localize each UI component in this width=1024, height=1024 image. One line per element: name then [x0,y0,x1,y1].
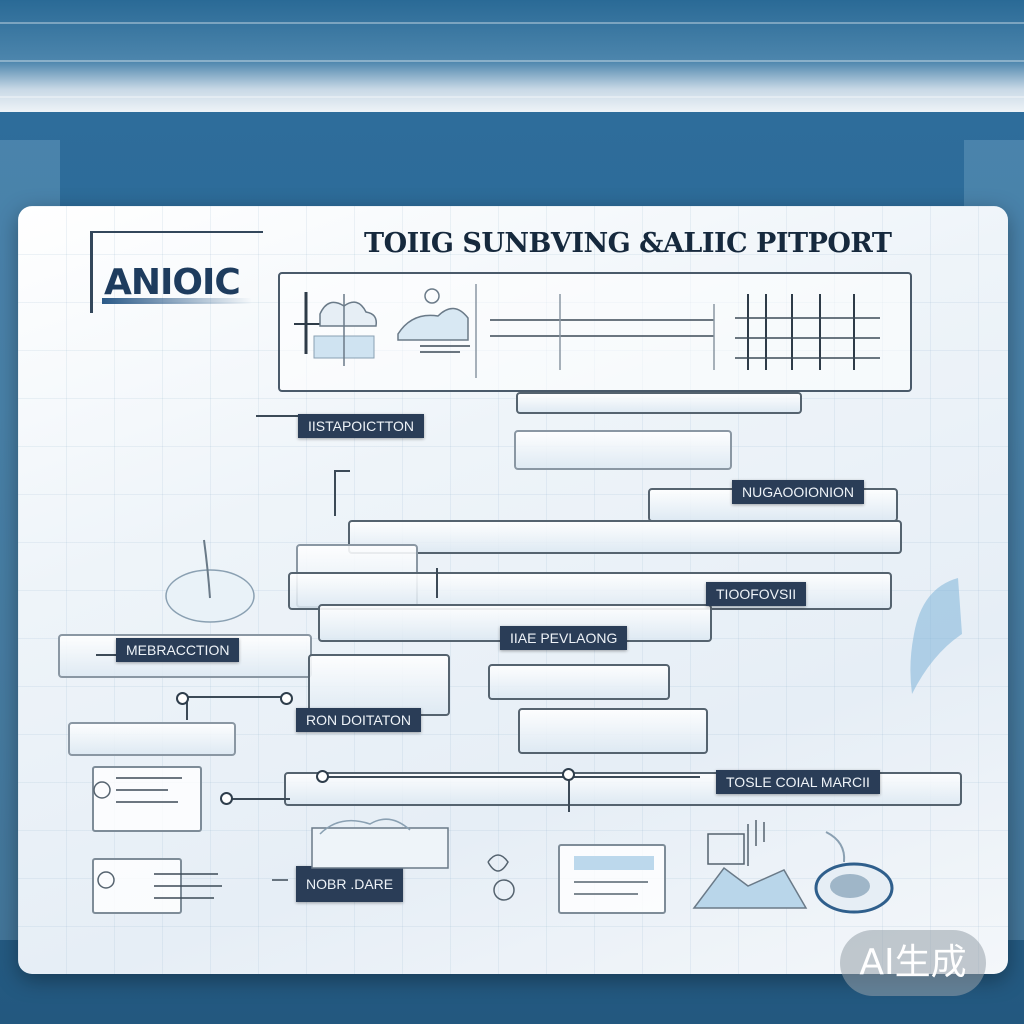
connector-line [334,470,336,516]
flow-bar [68,722,236,756]
document-box [92,766,202,832]
label-tag: MEBRACCTION [116,638,240,662]
flow-bar [308,654,450,716]
label-tag: IISTAPOICTTON [298,414,425,438]
connector-node [280,692,293,705]
flow-bar [348,520,902,554]
connector-line [568,772,570,812]
connector-node [220,792,233,805]
main-panel: TOIIG SUNBVING &ALIIC PITPORT ANIOIC [18,206,1008,974]
top-banner [0,0,1024,112]
banner-ridge [0,60,1024,62]
connector-line [228,798,290,800]
connector-line [186,698,188,720]
connector-node [562,768,575,781]
ai-generated-badge: AI生成 [840,930,986,996]
flow-bar [518,708,708,754]
banner-ridge [0,22,1024,24]
connector-line [186,696,286,698]
banner-ridge [0,96,1024,98]
flow-bar [488,664,670,700]
bar-chart-icon [397,288,470,353]
label-tag: TIOOFOVSII [706,582,807,606]
label-tag: TOSLE COIAL MARCII [716,770,880,794]
connector-node [316,770,329,783]
chart-strip-graphics [294,284,880,378]
label-tag: IIAE PEVLAONG [500,626,628,650]
flow-bar [514,430,732,470]
cloud-chart-icon [294,292,378,366]
logo: ANIOIC [104,262,241,303]
chart-strip [278,272,912,392]
label-tag: RON DOITATON [296,708,421,732]
connector-line [320,776,700,778]
label-tag: NUGAOOIONION [732,480,865,504]
page-title: TOIIG SUNBVING &ALIIC PITPORT [364,228,892,259]
connector-line [256,415,298,417]
label-tag: NOBR .DARE [296,866,404,902]
connector-node [176,692,189,705]
document-box [92,858,182,914]
connector-line [436,568,438,598]
grid-chart-icon [735,294,880,370]
connector-line [334,470,350,472]
document-box [558,844,666,914]
logo-frame [90,231,263,313]
logo-swoosh [102,298,252,304]
flow-bar [516,392,802,414]
line-chart-icon [475,284,715,378]
